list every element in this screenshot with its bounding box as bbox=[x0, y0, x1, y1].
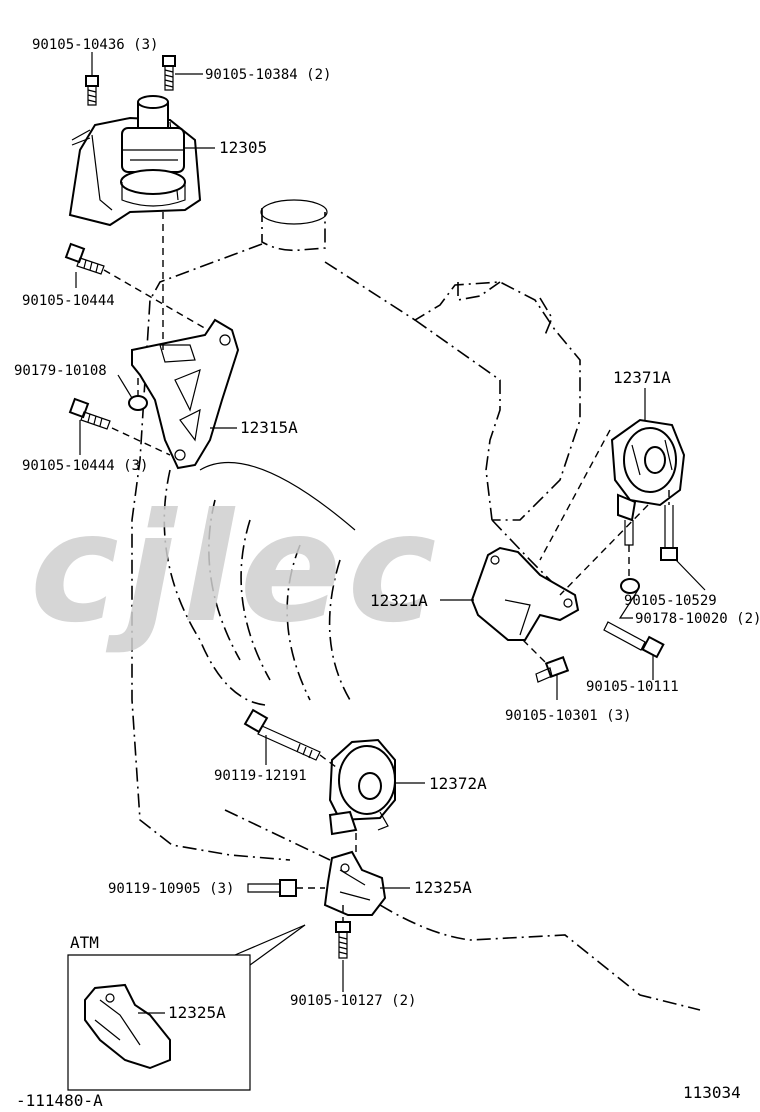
atm-inset bbox=[67, 924, 306, 1091]
label-bracket-12315a: 12315A bbox=[240, 418, 298, 437]
label-bracket-12325a: 12325A bbox=[414, 878, 472, 897]
bolt-10127 bbox=[335, 921, 351, 959]
leader-lines bbox=[75, 52, 706, 1014]
bolt-10384 bbox=[162, 55, 176, 91]
label-atm-part: 12325A bbox=[168, 1003, 226, 1022]
bolt-12191 bbox=[243, 708, 321, 761]
label-bolt-10127: 90105-10127 (2) bbox=[290, 993, 416, 1009]
label-bolt-10436: 90105-10436 (3) bbox=[32, 37, 158, 53]
bracket-12325a bbox=[323, 850, 387, 916]
label-bolt-10384: 90105-10384 (2) bbox=[205, 67, 331, 83]
label-bolt-10529: 90105-10529 bbox=[624, 593, 717, 609]
bolt-10444-top bbox=[64, 242, 105, 275]
label-mount-12371a: 12371A bbox=[613, 368, 671, 387]
mount-12371a bbox=[610, 418, 686, 546]
label-bolt-10111: 90105-10111 bbox=[586, 679, 679, 695]
label-bolt-10444-top: 90105-10444 bbox=[22, 293, 115, 309]
bolt-10529 bbox=[660, 505, 678, 561]
label-bracket-12321a: 12321A bbox=[370, 591, 428, 610]
label-bolt-10301: 90105-10301 (3) bbox=[505, 708, 631, 724]
label-mount-12372a: 12372A bbox=[429, 774, 487, 793]
bracket-12315a bbox=[131, 318, 240, 470]
label-nut-10108: 90179-10108 bbox=[14, 363, 107, 379]
label-bolt-10905: 90119-10905 (3) bbox=[108, 881, 234, 897]
bolt-10436 bbox=[85, 75, 99, 106]
bracket-12321a bbox=[470, 546, 580, 641]
label-nut-10020: 90178-10020 (2) bbox=[635, 611, 760, 627]
engine-outline bbox=[131, 199, 701, 1011]
label-bolt-10444-bottom: 90105-10444 (3) bbox=[22, 458, 148, 474]
bolt-10905 bbox=[247, 879, 297, 897]
label-atm-title: ATM bbox=[70, 933, 99, 952]
mount-12305 bbox=[68, 95, 202, 227]
bolt-10301 bbox=[535, 656, 570, 683]
assembly-lines bbox=[103, 212, 670, 922]
watermark: cjlec bbox=[30, 482, 442, 656]
ref-bottom-right: 113034 bbox=[683, 1083, 741, 1102]
label-mount-12305: 12305 bbox=[219, 138, 267, 157]
ref-bottom-left: -111480-A bbox=[16, 1091, 103, 1110]
mount-12372a bbox=[328, 738, 396, 836]
bolt-10444-bottom bbox=[68, 397, 111, 430]
bolt-10111 bbox=[603, 621, 665, 659]
label-bolt-12191: 90119-12191 bbox=[214, 768, 307, 784]
nut-10020 bbox=[620, 578, 640, 594]
